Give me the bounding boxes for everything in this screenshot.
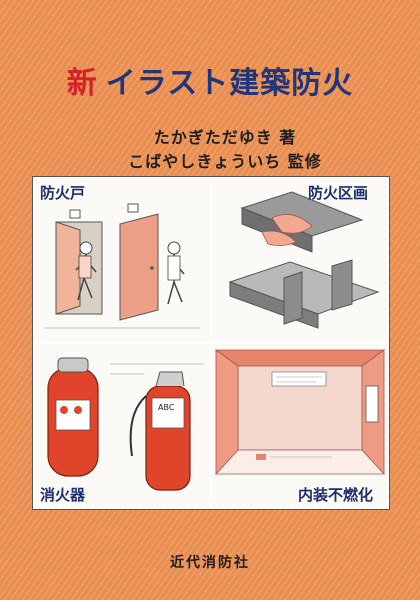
panel-extinguisher: ABC 消火器: [34, 344, 210, 508]
fire-door-illustration: [44, 203, 200, 329]
fire-door-label: 防火戸: [40, 184, 86, 202]
panel-fire-door: 防火戸: [34, 178, 210, 342]
supervisor-line: こばやしきょういち 監修: [128, 152, 322, 171]
room-interior-illustration: [214, 349, 386, 476]
fire-compartment-label: 防火区画: [308, 184, 369, 202]
title-prefix: 新: [66, 66, 98, 101]
extinguisher-illustration: ABC: [47, 357, 204, 491]
fire-compartment-illustration: [228, 191, 380, 329]
title-main: イラスト建築防火: [105, 66, 354, 101]
extinguisher-label: 消火器: [40, 486, 86, 504]
book-title: 新イラスト建築防火: [0, 58, 420, 102]
noncombustible-label: 内装不燃化: [298, 486, 374, 504]
publisher-name: 近代消防社: [170, 555, 250, 571]
author-line: たかぎただゆき 著: [153, 128, 297, 147]
panel-fire-compartment: 防火区画: [212, 178, 388, 342]
svg-text:ABC: ABC: [158, 403, 175, 412]
panel-noncombustible-interior: 内装不燃化: [212, 344, 388, 508]
illustration-panel-grid: 防火戸 防火区画: [32, 176, 390, 510]
